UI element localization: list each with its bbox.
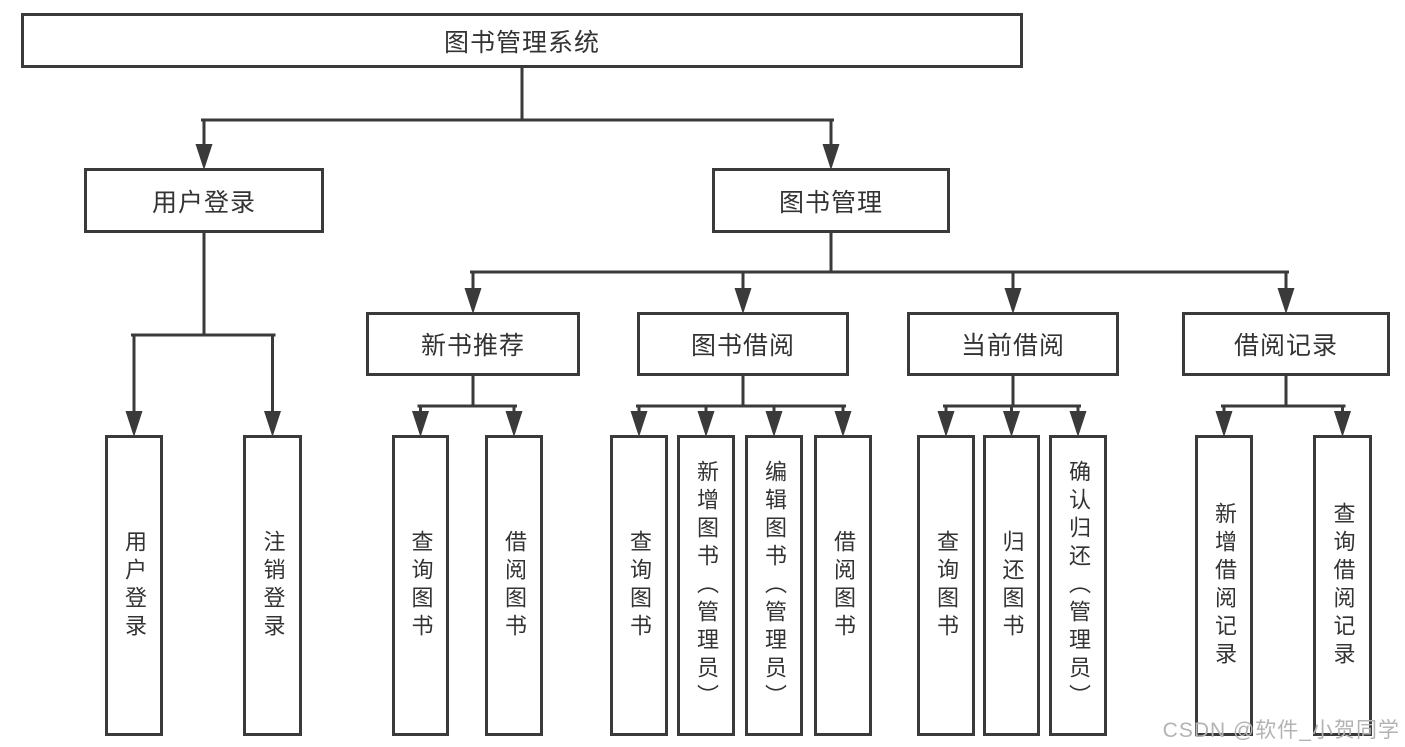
arrowhead-icon (1215, 411, 1233, 437)
node-br-query-record: 查询借阅记录 (1313, 435, 1372, 736)
arrowhead-icon (1003, 411, 1020, 437)
node-login: 用户登录 (105, 435, 163, 736)
arrowhead-icon (734, 288, 752, 314)
arrowhead-icon (125, 411, 143, 437)
arrowhead-icon (195, 144, 213, 170)
node-label: 借阅记录 (1233, 332, 1338, 360)
node-rec-query-book: 查询图书 (392, 435, 449, 736)
node-logout: 注销登录 (243, 435, 302, 736)
node-label: 用户登录 (151, 188, 256, 217)
node-bb-add-book: 新增图书（管理员） (677, 435, 735, 736)
node-borrow-record: 借阅记录 (1182, 312, 1390, 376)
node-bb-query-book: 查询图书 (610, 435, 668, 736)
node-label: 借阅图书 (502, 529, 527, 642)
node-book-mgmt: 图书管理 (712, 168, 950, 233)
node-label: 确认归还（管理员） (1066, 459, 1091, 712)
node-label: 归还图书 (999, 529, 1025, 642)
node-label: 图书管理 (778, 188, 883, 217)
arrowhead-icon (834, 411, 852, 437)
node-rec-borrow-book: 借阅图书 (485, 435, 543, 736)
node-label: 查询图书 (934, 529, 959, 642)
node-label: 注销登录 (260, 529, 286, 642)
arrowhead-icon (822, 144, 840, 170)
node-bb-borrow-book: 借阅图书 (814, 435, 872, 736)
arrowhead-icon (697, 411, 715, 437)
node-user-login: 用户登录 (84, 168, 324, 233)
arrowhead-icon (412, 411, 429, 437)
arrowhead-icon (464, 288, 482, 314)
node-label: 新增借阅记录 (1212, 501, 1237, 670)
node-label: 查询借阅记录 (1330, 501, 1356, 670)
node-root: 图书管理系统 (21, 13, 1023, 68)
node-label: 查询图书 (408, 529, 434, 642)
node-label: 新书推荐 (420, 332, 525, 360)
arrowhead-icon (1004, 288, 1022, 314)
arrowhead-icon (1277, 288, 1295, 314)
node-new-book-rec: 新书推荐 (366, 312, 580, 376)
watermark: CSDN @软件_小贺同学 (1162, 719, 1400, 742)
node-cb-return-book: 归还图书 (983, 435, 1040, 736)
arrowhead-icon (264, 411, 281, 437)
node-cb-query-book: 查询图书 (917, 435, 975, 736)
node-label: 新增图书（管理员） (694, 459, 719, 712)
node-current-borrow: 当前借阅 (907, 312, 1119, 376)
node-book-borrow: 图书借阅 (637, 312, 849, 376)
node-label: 借阅图书 (831, 529, 856, 642)
node-br-add-record: 新增借阅记录 (1195, 435, 1253, 736)
arrowhead-icon (1334, 411, 1351, 437)
node-label: 图书管理系统 (443, 28, 600, 57)
node-label: 查询图书 (627, 529, 652, 642)
arrowhead-icon (937, 411, 955, 437)
node-bb-edit-book: 编辑图书（管理员） (745, 435, 803, 736)
arrowhead-icon (1069, 411, 1087, 437)
node-label: 当前借阅 (960, 332, 1065, 360)
node-label: 图书借阅 (690, 332, 795, 360)
arrowhead-icon (765, 411, 783, 437)
arrowhead-icon (505, 411, 523, 437)
node-label: 编辑图书（管理员） (762, 459, 787, 712)
node-label: 用户登录 (122, 529, 147, 642)
node-cb-confirm-return: 确认归还（管理员） (1049, 435, 1107, 736)
arrowhead-icon (630, 411, 648, 437)
